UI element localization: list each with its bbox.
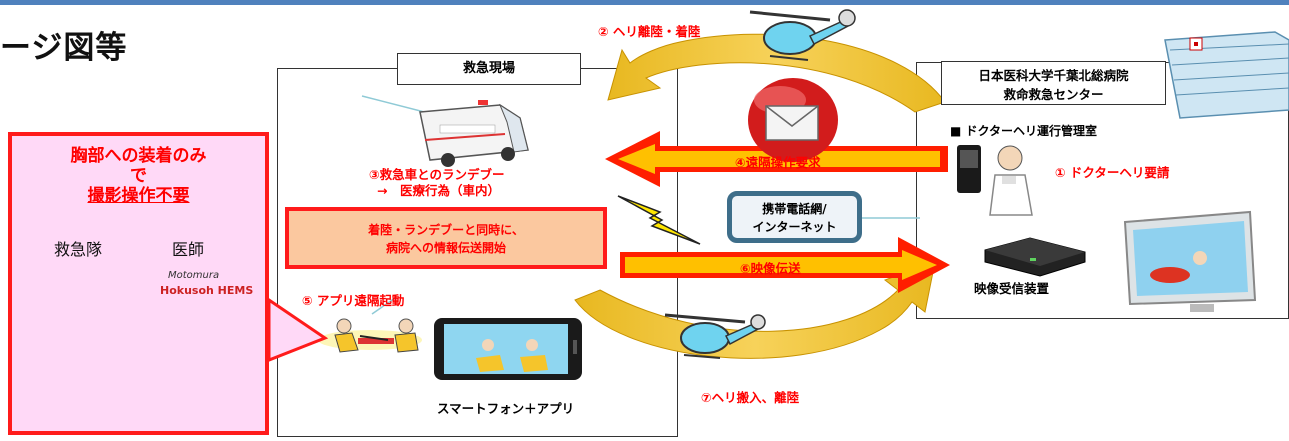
ems-team-label: 救急隊 bbox=[54, 240, 103, 259]
ops-room-label: ■ ドクターヘリ運行管理室 bbox=[950, 124, 1098, 138]
curved-arrow-bottom bbox=[574, 261, 936, 359]
arrow-video-transmission bbox=[620, 237, 950, 293]
step1-label: ① ドクターヘリ要請 bbox=[1055, 165, 1170, 180]
step5-label: ⑤ アプリ遠隔起動 bbox=[302, 293, 405, 308]
mobile-phone-icon bbox=[957, 145, 981, 193]
wearable-panel bbox=[8, 132, 269, 435]
step2-label: ② ヘリ離陸・着陸 bbox=[598, 24, 701, 39]
network-line1: 携帯電話網/ bbox=[762, 202, 827, 216]
photo-text-hems: Hokusoh HEMS bbox=[160, 284, 254, 297]
lightning-icon bbox=[617, 195, 701, 245]
receiver-label: 映像受信装置 bbox=[974, 281, 1050, 296]
step3-line2: → 医療行為（車内） bbox=[377, 183, 500, 198]
wearable-line2: で bbox=[130, 166, 147, 186]
info-box-line2: 病院への情報伝送開始 bbox=[385, 241, 506, 255]
scene-label: 救急現場 bbox=[397, 53, 581, 85]
info-box-line1: 着陸・ランデブーと同時に、 bbox=[368, 223, 524, 237]
hospital-label-line1: 日本医科大学千葉北総病院 bbox=[978, 68, 1129, 83]
wearable-line1: 胸部への装着のみ bbox=[70, 146, 207, 166]
top-rule bbox=[0, 0, 1289, 5]
doctor-icon bbox=[989, 145, 1033, 216]
step3-line1: ③救急車とのランデブー bbox=[369, 167, 505, 182]
network-line2: インターネット bbox=[752, 220, 837, 234]
hospital-label: 日本医科大学千葉北総病院 救命救急センター bbox=[941, 61, 1166, 105]
helicopter-icon-top bbox=[749, 9, 856, 61]
video-receiver-icon bbox=[984, 237, 1086, 277]
step7-label: ⑦ヘリ搬入、離陸 bbox=[701, 390, 800, 405]
rescuers-clipart bbox=[318, 318, 422, 353]
smartphone-label: スマートフォン＋アプリ bbox=[437, 401, 575, 416]
step6-label: ⑥映像伝送 bbox=[740, 261, 801, 276]
hospital-label-line2: 救命救急センター bbox=[1003, 87, 1104, 102]
ambulance-icon bbox=[419, 100, 529, 167]
doctor-label: 医師 bbox=[172, 240, 205, 259]
step3-label: ③救急車とのランデブー → 医療行為（車内） bbox=[369, 167, 504, 199]
info-transmission-box: 着陸・ランデブーと同時に、 病院への情報伝送開始 bbox=[285, 207, 607, 269]
helicopter-icon-bottom bbox=[664, 313, 766, 359]
network-box: 携帯電話網/ インターネット bbox=[727, 191, 862, 243]
page-title: ージ図等 bbox=[0, 30, 128, 66]
callout-pointer bbox=[267, 297, 329, 363]
monitor-icon bbox=[1123, 210, 1257, 312]
wearable-text: 胸部への装着のみ で 撮影操作不要 bbox=[12, 146, 265, 206]
step4-label: ④遠隔操作要求 bbox=[735, 155, 821, 170]
email-icon bbox=[748, 78, 838, 162]
curved-arrow-top bbox=[607, 33, 946, 113]
wearable-line3: 撮影操作不要 bbox=[87, 186, 190, 206]
hospital-building-icon bbox=[1164, 31, 1289, 119]
smartphone-icon bbox=[434, 318, 582, 380]
photo-text-name: Motomura bbox=[168, 270, 220, 281]
